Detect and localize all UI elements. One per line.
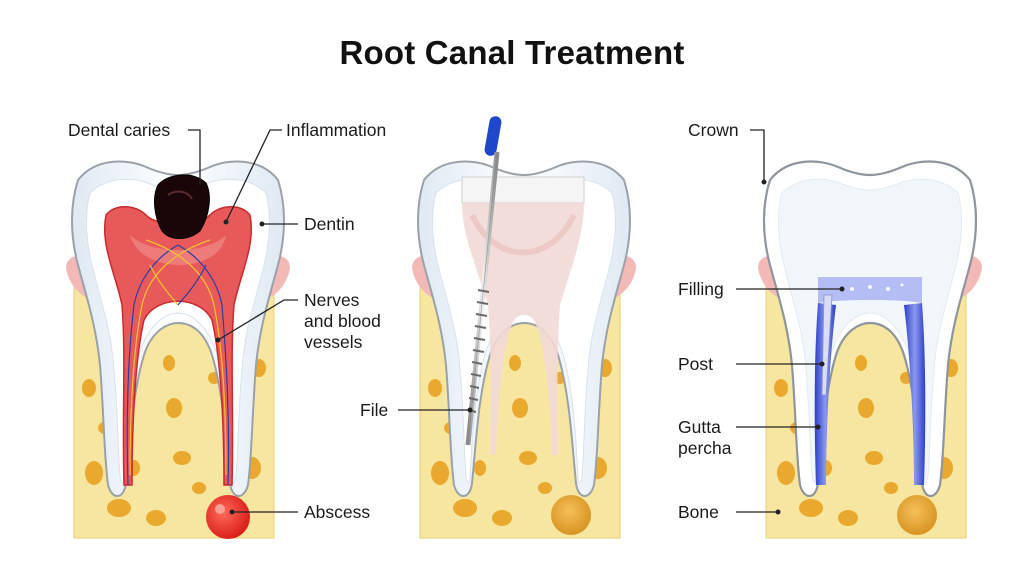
panel-infected-tooth (66, 160, 290, 539)
endodontic-file-icon (465, 116, 502, 446)
label-text: Inflammation (286, 120, 386, 140)
label-text: and blood (304, 311, 381, 331)
label-post: Post (678, 354, 825, 374)
label-text: Post (678, 354, 713, 374)
label-text: File (360, 400, 388, 420)
label-text: vessels (304, 332, 363, 352)
label-file: File (360, 400, 473, 420)
label-text: percha (678, 438, 732, 458)
label-filling: Filling (678, 279, 845, 299)
inflamed-pulp (104, 206, 252, 486)
post-and-filling-icon (818, 277, 922, 303)
healed-apex (551, 495, 591, 535)
label-dental-caries: Dental caries (68, 120, 201, 185)
label-dentin: Dentin (259, 214, 355, 234)
gutta-percha-right (904, 303, 926, 485)
label-crown: Crown (688, 120, 767, 185)
label-text: Gutta (678, 417, 721, 437)
label-text: Dental caries (68, 120, 170, 140)
label-text: Bone (678, 502, 719, 522)
label-text: Crown (688, 120, 739, 140)
caries-lesion-icon (154, 174, 210, 239)
panel-treated-tooth (758, 160, 982, 539)
label-text: Abscess (304, 502, 370, 522)
label-text: Filling (678, 279, 724, 299)
label-inflammation: Inflammation (223, 120, 386, 225)
label-nerves: Nerves and blood vessels (215, 290, 381, 352)
panel-cleaning-tooth (412, 116, 636, 539)
abscess-mark (206, 495, 250, 539)
page-title: Root Canal Treatment (339, 34, 685, 71)
label-bone: Bone (678, 502, 781, 522)
label-abscess: Abscess (229, 502, 370, 522)
healed-apex (897, 495, 937, 535)
label-gutta-percha: Gutta percha (678, 417, 821, 458)
cleaned-pulp-chamber (462, 203, 584, 455)
label-text: Dentin (304, 214, 355, 234)
nerves-and-vessels (126, 239, 230, 486)
label-text: Nerves (304, 290, 360, 310)
